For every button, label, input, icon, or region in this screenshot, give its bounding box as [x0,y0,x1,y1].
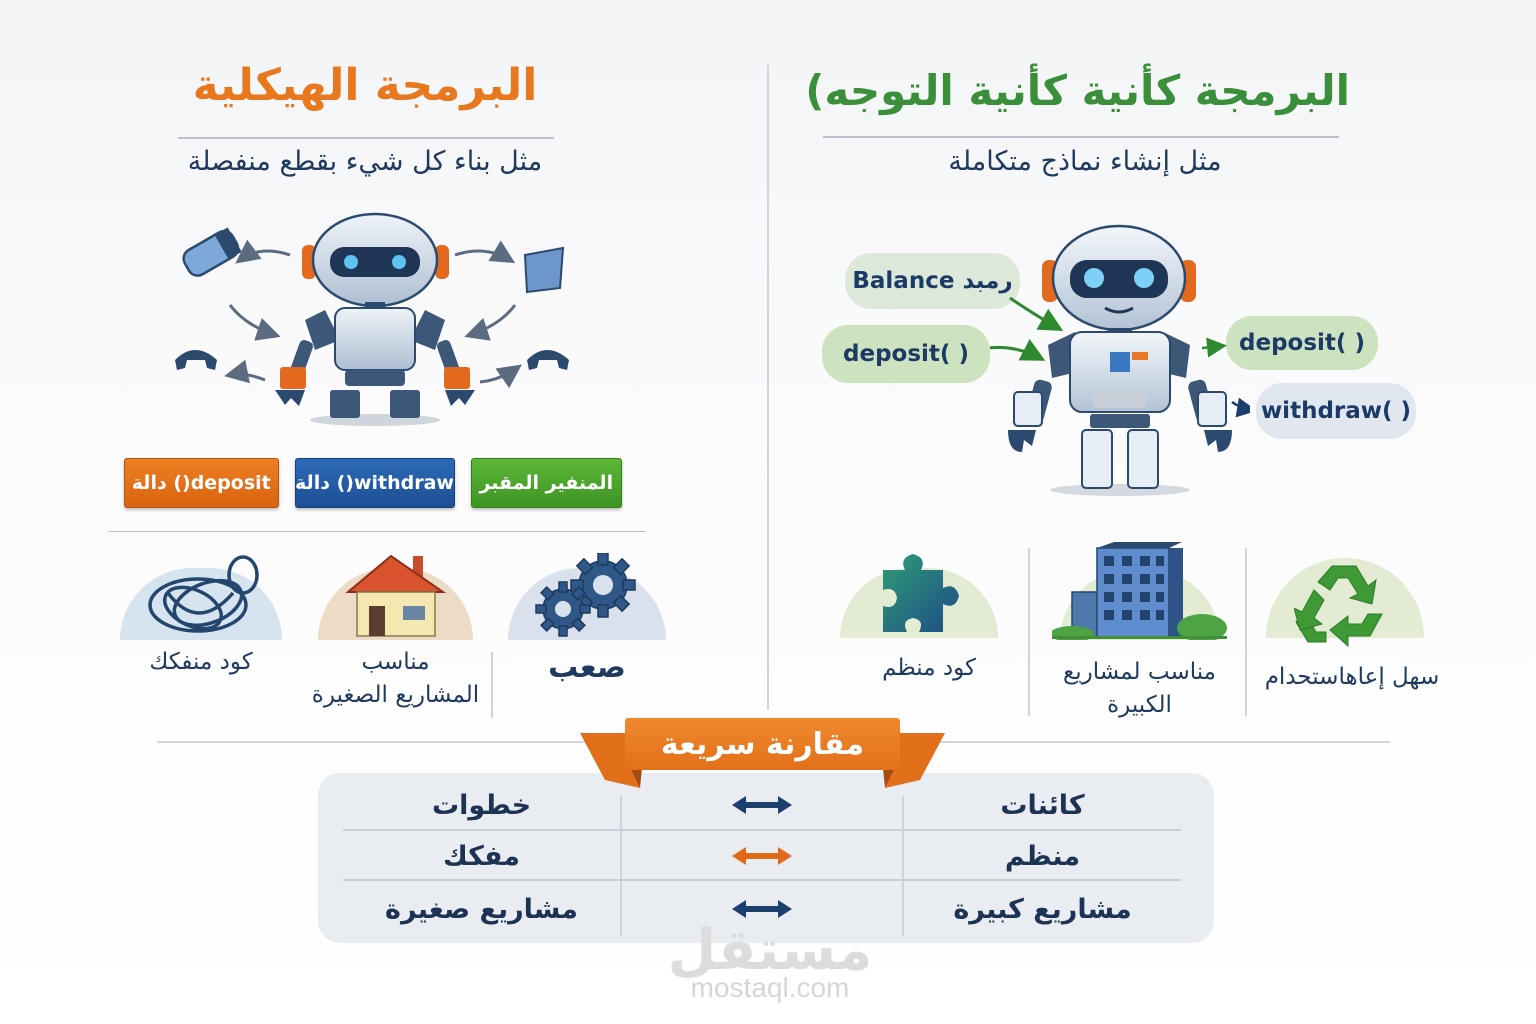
structured-cell: مفكك [443,840,520,872]
structured-subtitle: مثل بناء كل شيء بقطع منفصلة [187,146,543,177]
feature-label: كود منفكك [149,649,253,675]
feature-organized-code: كود منظم [840,548,998,681]
building-icon [1052,542,1227,640]
deposit-method-bubble: deposit( ) [1226,316,1378,370]
right-title-underline [823,136,1339,138]
feature-label: صعب [548,650,626,685]
feature-label-line1: مناسب [361,649,430,675]
recycle-icon [1294,565,1383,648]
withdraw-method-bubble: withdraw( ) [1256,383,1416,439]
table-row: مشاريع صغيرة مشاريع كبيرة [343,885,1181,933]
oop-cell: منظم [1004,840,1081,872]
left-title-underline [178,137,554,139]
table-column-divider-2 [902,796,904,936]
watermark-latin: mostaql.com [690,972,850,1003]
structured-tags-row: deposit() دالة withdraw() دالة المنفير ا… [124,458,622,510]
house-icon [345,554,447,637]
feature-label: سهل إعاهاستحدام [1264,664,1440,690]
oop-cell: مشاريع كبيرة [953,893,1132,925]
assembled-robot-illustration [987,220,1257,500]
deposit-input-bubble: deposit( ) [822,325,990,383]
withdraw-function-tag[interactable]: withdraw() دالة [294,458,455,508]
balance-attribute-bubble: Balance رمبد [845,253,1020,309]
variable-tag[interactable]: المنفير المقبر [470,458,622,508]
double-arrow-icon [622,833,902,879]
table-column-divider-1 [620,796,622,936]
feature-label: مناسب لمشاريع الكبيرة [1047,656,1232,723]
feature-label-line1: مناسب لمشاريع [1062,659,1216,685]
oop-cell: كائنات [1000,789,1085,821]
table-row-divider-2 [343,879,1181,881]
left-feature-divider [491,652,493,718]
gears-icon [535,553,636,637]
structured-cell: مشاريع صغيرة [385,893,578,925]
watermark-arabic: مستقل [667,918,873,983]
puzzle-icon [883,554,959,632]
center-divider [767,65,769,710]
ribbon-label: مقارنة سريعة [625,718,900,770]
feature-label-line2: المشاريع الصغيرة [311,682,480,709]
disassembled-robot-illustration [165,210,585,430]
oop-title: البرمجة كأنية كأنية التوجه) [805,66,1350,115]
oop-subtitle: مثل إنشاء نماذج متكاملة [948,146,1222,177]
feature-large-projects: مناسب لمشاريع الكبيرة [1052,540,1227,718]
feature-tangled-code: كود منفكك [120,548,282,675]
table-row: مفكك منظم [343,833,1181,879]
double-arrow-icon [622,885,902,933]
left-section-divider [108,531,646,532]
feature-reusability: سهل إعاهاستحدام [1265,548,1439,690]
table-row-divider-1 [343,829,1181,831]
quick-comparison-ribbon: مقارنة سريعة [580,718,945,788]
double-arrow-icon [622,782,902,828]
feature-label-line2: الكبيرة [1107,692,1172,719]
right-feature-divider-1 [1028,548,1030,716]
feature-label: كود منظم [882,655,976,681]
feature-small-projects: مناسب المشاريع الصغيرة [312,548,479,708]
feature-label: مناسب المشاريع الصغيرة [308,646,483,713]
structured-title: البرمجة الهيكلية [192,60,538,111]
right-feature-divider-2 [1245,548,1247,716]
tangled-code-icon [148,555,259,633]
deposit-function-tag[interactable]: deposit() دالة [124,458,279,508]
feature-difficult: صعب [508,548,666,685]
table-row: خطوات كائنات [343,782,1181,828]
structured-cell: خطوات [431,789,532,821]
